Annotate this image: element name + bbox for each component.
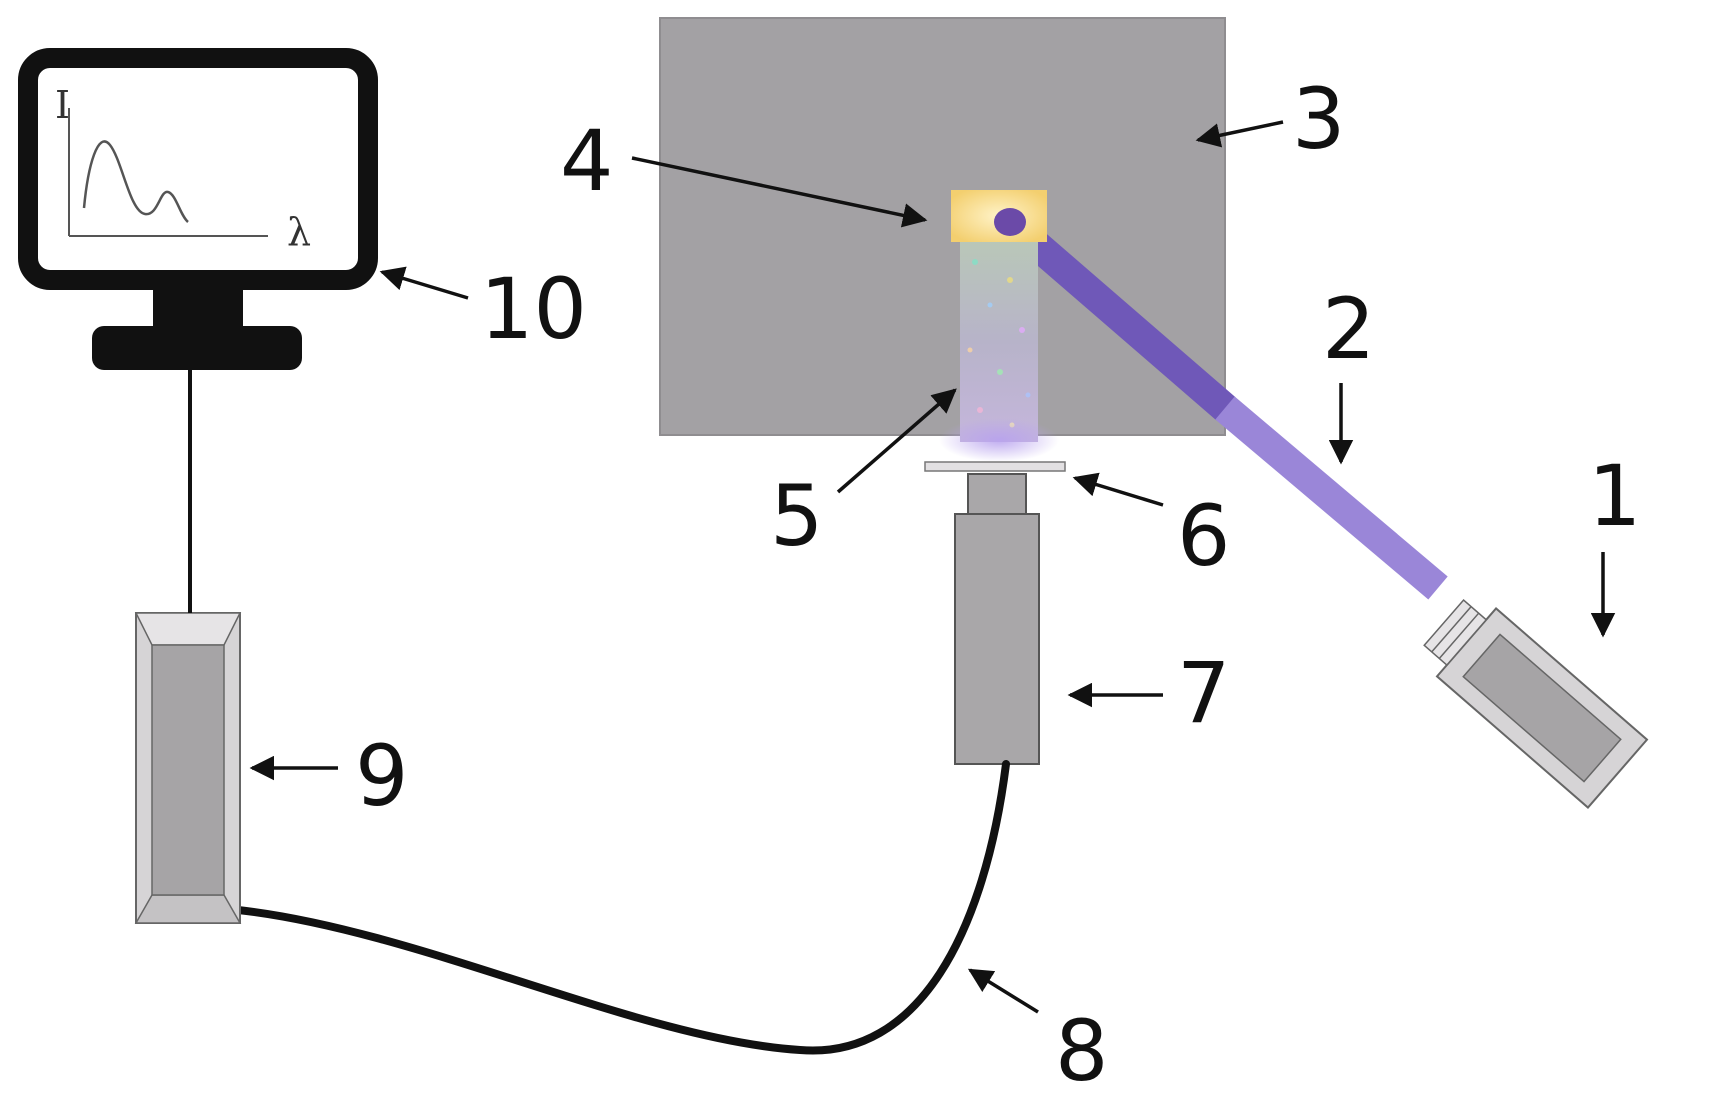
- arrow-3: [1195, 120, 1284, 148]
- label-4: 4: [560, 112, 613, 210]
- label-7: 7: [1177, 644, 1230, 742]
- computer-monitor: [18, 48, 378, 370]
- beam-spot: [994, 208, 1026, 236]
- spectrometer: [134, 612, 242, 924]
- label-1: 1: [1588, 447, 1641, 545]
- label-6: 6: [1177, 487, 1230, 585]
- chamber: [659, 17, 1226, 436]
- detector-body: [954, 513, 1040, 765]
- arrow-6: [1072, 472, 1164, 507]
- label-3: 3: [1292, 70, 1345, 168]
- detector-neck: [967, 473, 1027, 515]
- label-5: 5: [770, 467, 823, 565]
- arrow-8: [967, 968, 1039, 1014]
- filter: [924, 461, 1066, 472]
- arrow-5: [836, 388, 957, 494]
- arrow-4: [631, 156, 928, 228]
- optical-fiber: [234, 760, 1010, 1055]
- label-8: 8: [1055, 1002, 1108, 1098]
- label-2: 2: [1322, 280, 1375, 378]
- label-10: 10: [480, 260, 587, 358]
- sample-column: [960, 242, 1038, 442]
- arrow-10: [379, 266, 469, 300]
- label-9: 9: [355, 727, 408, 825]
- laser-beam: [1215, 396, 1448, 600]
- monitor-y-axis-label: I: [55, 83, 70, 127]
- emission-glow: [939, 418, 1059, 462]
- laser-beam-inside: [995, 207, 1240, 423]
- laser-source: [1423, 599, 1649, 809]
- monitor-x-axis-label: λ: [287, 210, 311, 254]
